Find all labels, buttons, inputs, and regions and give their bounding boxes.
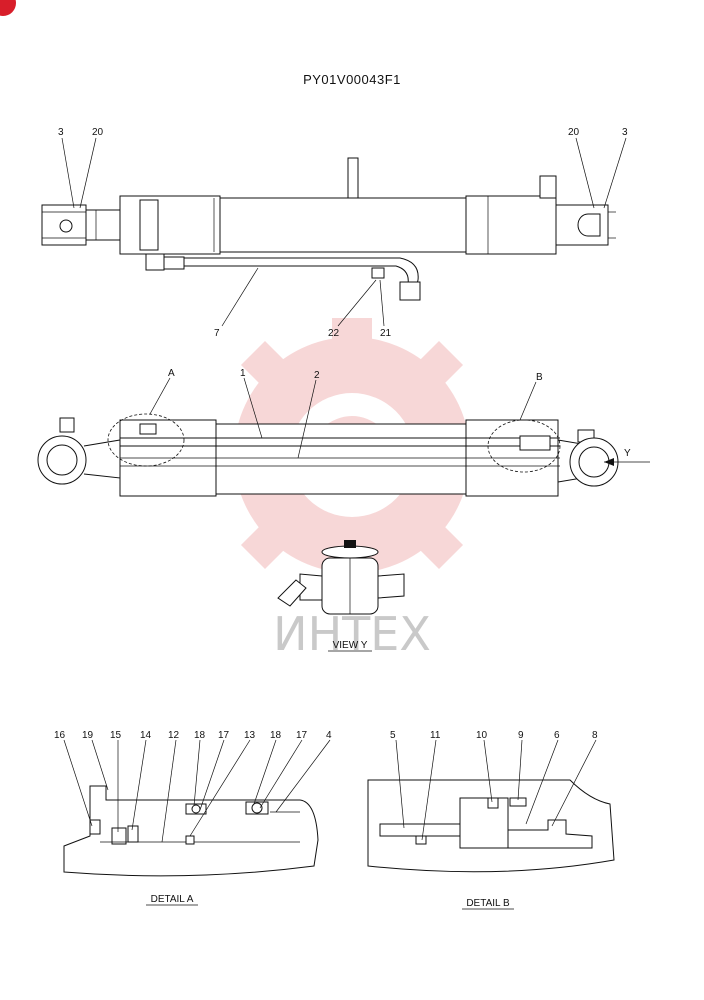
right-clevis [555,204,609,246]
callout-18-b: 18 [270,730,282,741]
callout-16: 16 [54,730,66,741]
callout-14: 14 [140,730,152,741]
callout-7: 7 [214,328,220,339]
view-y-caption: VIEW Y [333,640,368,651]
callout-Y: Y [624,448,631,459]
drawing-part-number: PY01V00043F1 [303,72,401,87]
side-barrel [215,423,467,495]
callout-17-b: 17 [296,730,308,741]
detail-b-caption: DETAIL B [466,898,510,909]
detail-b: 5 11 10 9 6 8 DETAIL B [367,730,615,910]
tube-fitting-left [145,253,165,271]
callout-19: 19 [82,730,94,741]
callout-3-left: 3 [58,127,64,138]
callout-2: 2 [314,370,320,381]
callout-12: 12 [168,730,180,741]
left-grease-nipple [59,417,75,433]
side-view: A 1 2 B Y [37,368,650,497]
cylinder-bottom [465,195,557,255]
top-view: 3 20 20 3 7 22 21 [41,127,628,339]
callout-11: 11 [430,730,441,741]
callout-B: B [536,372,543,383]
callout-20-left: 20 [92,127,104,138]
tube-clamp [371,267,385,279]
cylinder-head [119,195,221,255]
callout-17-a: 17 [218,730,230,741]
detail-a-outline [63,785,319,877]
callout-8: 8 [592,730,598,741]
callout-6: 6 [554,730,560,741]
detail-a-caption: DETAIL A [151,894,194,905]
left-rod-end [85,209,121,241]
view-y-fitting [277,579,307,607]
callout-5: 5 [390,730,396,741]
callout-22: 22 [328,328,340,339]
hydraulic-tube [150,257,419,297]
callout-1: 1 [240,368,246,379]
view-y: VIEW Y [277,540,405,652]
left-eye-bore [46,444,78,476]
callout-3-right: 3 [622,127,628,138]
top-port-fitting [539,175,557,199]
callout-15: 15 [110,730,122,741]
callout-9: 9 [518,730,524,741]
detail-a: 16 19 15 14 12 18 17 13 18 17 4 DETAIL A [54,730,332,906]
tube-fitting-right [399,281,421,301]
left-clevis [41,204,87,246]
left-pin-hole [59,219,73,233]
callout-A: A [168,368,175,379]
cylinder-barrel [219,197,467,253]
callout-18-a: 18 [194,730,206,741]
right-pin-hole [577,213,601,237]
callout-21: 21 [380,328,392,339]
callout-10: 10 [476,730,488,741]
callout-20-right: 20 [568,127,580,138]
corner-badge [0,0,16,16]
left-eye [37,435,87,485]
watermark-text: ИНТЕХ [273,607,431,661]
callout-4: 4 [326,730,332,741]
callout-13: 13 [244,730,256,741]
top-boss [347,157,359,199]
detail-a-marker [107,413,185,467]
detail-b-marker [487,419,561,473]
